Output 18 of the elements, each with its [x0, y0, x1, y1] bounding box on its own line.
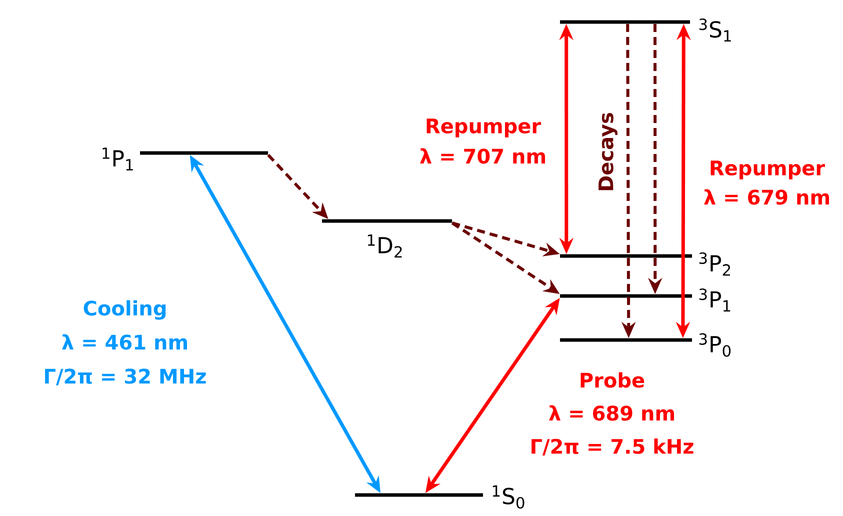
- level-label: $^{1}$S$_{0}$: [492, 485, 524, 509]
- transition-label: Repumper: [426, 118, 541, 138]
- transition-label: Repumper: [710, 160, 825, 180]
- transition-label: Γ/2π = 7.5 kHz: [532, 438, 694, 456]
- transition-label: Cooling: [84, 300, 166, 320]
- transition-label: Probe: [580, 372, 644, 388]
- transition-label: Decays: [598, 113, 618, 190]
- transition-label: λ = 461 nm: [62, 334, 187, 350]
- level-label: $^{1}$D$_{2}$: [368, 234, 402, 258]
- level-label: $^{3}$P$_{2}$: [699, 252, 730, 276]
- level-label: $^{3}$S$_{1}$: [699, 18, 731, 42]
- transition-label: λ = 707 nm: [420, 148, 545, 164]
- level-label: $^{3}$P$_{1}$: [699, 288, 730, 312]
- level-label: $^{1}$P$_{1}$: [102, 148, 133, 170]
- transition-label: λ = 679 nm: [704, 189, 829, 205]
- transition-label: λ = 689 nm: [549, 405, 674, 421]
- level-label: $^{3}$P$_{0}$: [699, 333, 731, 357]
- transition-label: Γ/2π = 32 MHz: [45, 368, 206, 386]
